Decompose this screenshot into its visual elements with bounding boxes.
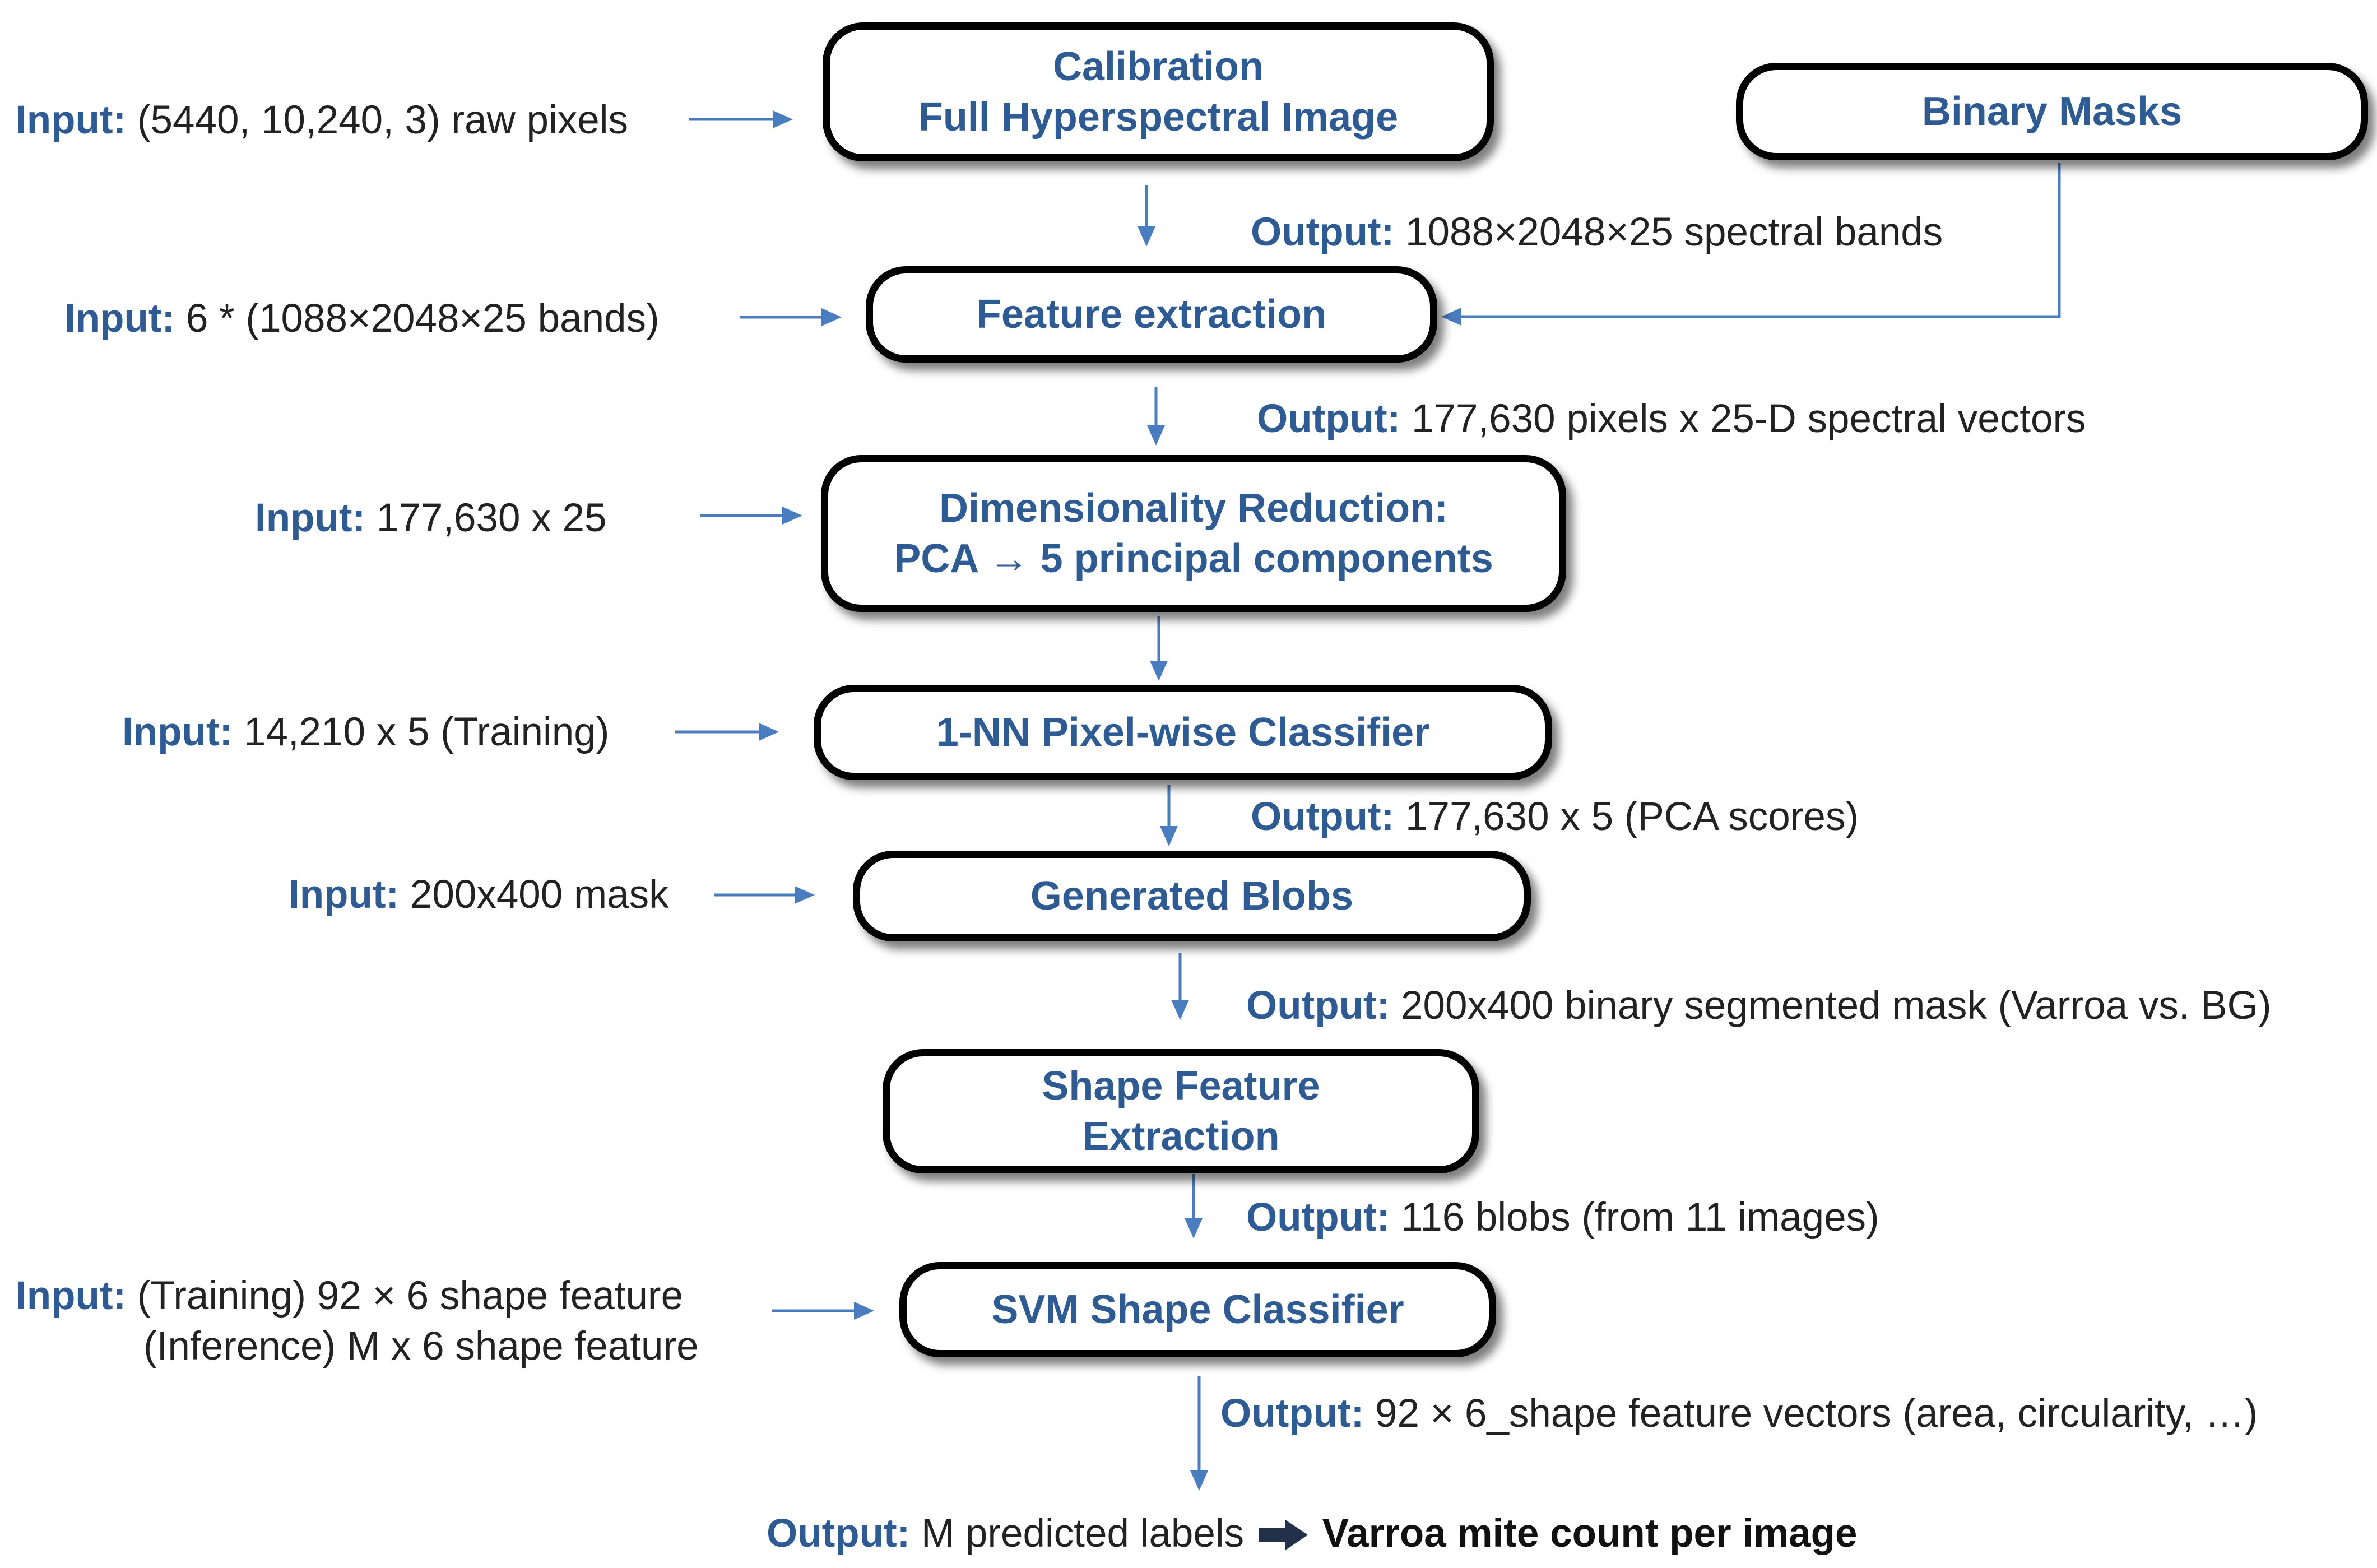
arrow-head <box>854 1302 874 1320</box>
generated-blobs-label: Generated Blobs <box>1030 874 1354 918</box>
output-keyword: Output: <box>1246 984 1390 1028</box>
calibration-box: Calibration Full Hyperspectral Image <box>823 22 1494 161</box>
output-keyword: Output: <box>1251 795 1395 839</box>
input-feature-label: Input: 6 * (1088×2048×25 bands) <box>64 294 660 344</box>
final-output-emphasis: Varroa mite count per image <box>1322 1511 1858 1556</box>
output-calibration-label: Output: 1088×2048×25 spectral bands <box>1251 207 1943 258</box>
arrow-head <box>759 723 779 741</box>
input-keyword: Input: <box>16 98 127 142</box>
input-dim-value: 177,630 x 25 <box>376 496 607 540</box>
output-feature-label: Output: 177,630 pixels x 25-D spectral v… <box>1257 394 2086 444</box>
input-svm-label: Input: (Training) 92 × 6 shape feature <box>16 1271 683 1321</box>
input-dim-label: Input: 177,630 x 25 <box>255 493 606 544</box>
arrow-head <box>1147 425 1165 446</box>
arrow-head <box>795 886 815 904</box>
dimensionality-reduction-box: Dimensionality Reduction: PCA → 5 princi… <box>821 455 1566 612</box>
output-shape-label: Output: 116 blobs (from 11 images) <box>1246 1193 1879 1243</box>
binary-masks-label: Binary Masks <box>1921 89 2183 134</box>
output-keyword: Output: <box>767 1511 911 1556</box>
final-output-label: Output: M predicted labels Varroa mite c… <box>767 1509 1858 1559</box>
output-svm-value: 92 × 6_shape feature vectors (area, circ… <box>1375 1391 2258 1436</box>
arrow-head <box>1171 1000 1189 1020</box>
dim-title: Dimensionality Reduction: <box>939 486 1449 531</box>
thick-arrow-icon <box>1258 1520 1308 1550</box>
calibration-title: Calibration <box>1052 44 1264 89</box>
feature-extraction-label: Feature extraction <box>976 292 1327 337</box>
input-keyword: Input: <box>289 873 400 917</box>
feature-extraction-box: Feature extraction <box>866 266 1437 363</box>
input-blobs-value: 200x400 mask <box>410 873 669 917</box>
input-svm-value-1: (Training) 92 × 6 shape feature <box>137 1274 684 1318</box>
output-nn-value: 177,630 x 5 (PCA scores) <box>1405 795 1859 839</box>
arrow-head <box>1185 1218 1203 1238</box>
output-svm-label: Output: 92 × 6_shape feature vectors (ar… <box>1220 1389 2258 1439</box>
binary-masks-box: Binary Masks <box>1736 63 2368 160</box>
nn-classifier-box: 1-NN Pixel-wise Classifier <box>814 685 1552 780</box>
svm-classifier-box: SVM Shape Classifier <box>899 1262 1496 1357</box>
nn-classifier-label: 1-NN Pixel-wise Classifier <box>936 710 1430 755</box>
output-nn-label: Output: 177,630 x 5 (PCA scores) <box>1251 792 1859 842</box>
output-shape-value: 116 blobs (from 11 images) <box>1401 1195 1879 1240</box>
output-blobs-value: 200x400 binary segmented mask (Varroa vs… <box>1401 984 2272 1028</box>
output-keyword: Output: <box>1251 210 1395 254</box>
input-nn-value: 14,210 x 5 (Training) <box>243 710 610 754</box>
shape-feature-title: Shape Feature <box>1042 1064 1320 1108</box>
arrow-head <box>821 308 842 326</box>
input-svm-label-2: (Inference) M x 6 shape feature <box>143 1321 699 1372</box>
arrow-head <box>1441 308 1461 326</box>
final-output-value: M predicted labels <box>921 1511 1245 1556</box>
input-calibration-label: Input: (5440, 10,240, 3) raw pixels <box>16 95 628 146</box>
shape-feature-subtitle: Extraction <box>1082 1114 1280 1159</box>
input-nn-label: Input: 14,210 x 5 (Training) <box>122 707 609 758</box>
arrow-head <box>1160 826 1178 846</box>
input-keyword: Input: <box>255 496 366 540</box>
arrow-head <box>773 110 793 128</box>
shape-feature-box: Shape Feature Extraction <box>883 1049 1479 1173</box>
generated-blobs-box: Generated Blobs <box>853 851 1531 941</box>
arrow-head <box>1138 226 1155 247</box>
calibration-subtitle: Full Hyperspectral Image <box>918 95 1399 140</box>
svm-classifier-label: SVM Shape Classifier <box>991 1287 1404 1332</box>
output-calibration-value: 1088×2048×25 spectral bands <box>1405 210 1943 254</box>
arrow-head <box>782 507 802 525</box>
arrow-binary-masks <box>1451 163 2061 318</box>
output-blobs-label: Output: 200x400 binary segmented mask (V… <box>1246 981 2272 1031</box>
dim-subtitle: PCA → 5 principal components <box>894 536 1493 581</box>
arrow-head <box>1150 661 1168 681</box>
output-keyword: Output: <box>1257 397 1401 441</box>
output-keyword: Output: <box>1220 1391 1364 1436</box>
output-feature-value: 177,630 pixels x 25-D spectral vectors <box>1412 397 2086 441</box>
input-svm-value-2: (Inference) M x 6 shape feature <box>143 1324 699 1368</box>
input-keyword: Input: <box>122 710 233 754</box>
input-calibration-value: (5440, 10,240, 3) raw pixels <box>137 98 629 142</box>
input-keyword: Input: <box>64 296 175 341</box>
input-blobs-label: Input: 200x400 mask <box>289 870 669 920</box>
input-feature-value: 6 * (1088×2048×25 bands) <box>185 296 660 341</box>
output-keyword: Output: <box>1246 1195 1390 1240</box>
arrow-head <box>1190 1470 1208 1491</box>
input-keyword: Input: <box>16 1274 127 1318</box>
